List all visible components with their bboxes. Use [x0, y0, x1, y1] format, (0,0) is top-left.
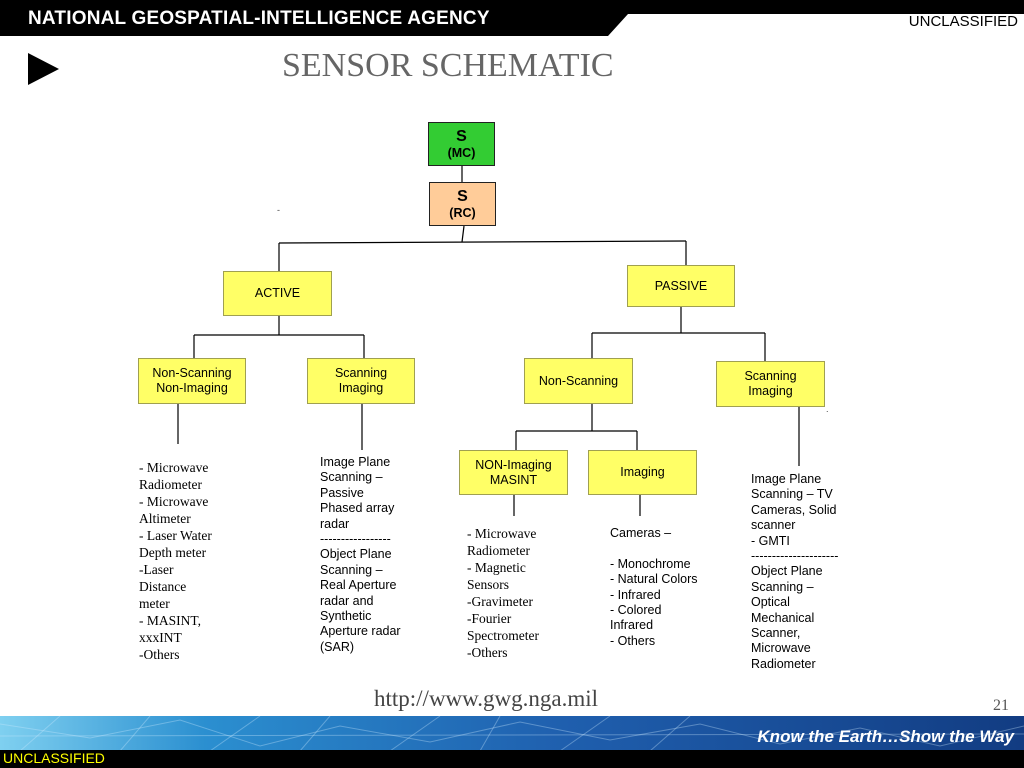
- node-label-line: Non-Scanning: [152, 366, 232, 380]
- fast-forward-icon: ▶▶: [860, 2, 872, 12]
- node-label-line: Scanning: [744, 369, 797, 383]
- list-imaging: Cameras – - Monochrome - Natural Colors …: [610, 526, 698, 648]
- list-non-imaging-masint: - Microwave Radiometer - Magnetic Sensor…: [467, 526, 539, 660]
- list-active-non-scanning: - Microwave Radiometer - Microwave Altim…: [139, 460, 212, 662]
- slide-title: SENSOR SCHEMATIC: [282, 47, 614, 84]
- stray-mark: -: [277, 205, 280, 215]
- node-s-rc-main: S: [457, 187, 468, 205]
- footer-tagline: Know the Earth…Show the Way: [757, 727, 1014, 746]
- footer-map-band: [0, 716, 1024, 751]
- stray-mark: .: [826, 404, 829, 414]
- fast-forward-icon: ▶: [1008, 2, 1015, 12]
- footer-url-link[interactable]: http://www.gwg.nga.mil: [374, 686, 599, 711]
- node-passive-non-scanning: Non-Scanning: [524, 358, 633, 404]
- play-triangle-icon[interactable]: [28, 53, 59, 85]
- node-s-rc: S (RC): [429, 182, 496, 226]
- node-s-mc-sub: (MC): [447, 145, 476, 160]
- node-s-mc: S (MC): [428, 122, 495, 166]
- top-classification-label: UNCLASSIFIED: [908, 13, 1018, 30]
- list-passive-scanning: Image Plane Scanning – TV Cameras, Solid…: [751, 472, 839, 671]
- node-s-mc-main: S: [456, 127, 467, 145]
- list-active-scanning: Image Plane Scanning – Passive Phased ar…: [320, 455, 401, 654]
- page-number: 21: [993, 697, 1009, 714]
- node-passive-scanning: Scanning Imaging: [716, 361, 825, 407]
- node-s-rc-sub: (RC): [449, 205, 476, 220]
- header-bar: [0, 0, 1024, 36]
- node-label-line: Non-Imaging: [156, 381, 228, 395]
- node-imaging: Imaging: [588, 450, 697, 495]
- node-label-line: MASINT: [489, 472, 538, 487]
- node-label-line: NON-Imaging: [475, 457, 552, 472]
- node-active: ACTIVE: [223, 271, 332, 316]
- node-label-line: Imaging: [748, 384, 793, 398]
- bottom-bar: [0, 750, 1024, 768]
- node-label-line: Imaging: [338, 381, 384, 395]
- node-active-non-scanning: Non-Scanning Non-Imaging: [138, 358, 246, 404]
- node-non-imaging-masint: NON-Imaging MASINT: [459, 450, 568, 495]
- agency-name: NATIONAL GEOSPATIAL-INTELLIGENCE AGENCY: [28, 8, 490, 29]
- node-passive: PASSIVE: [627, 265, 735, 307]
- node-active-scanning: Scanning Imaging: [307, 358, 415, 404]
- node-label-line: Scanning: [334, 366, 388, 380]
- bottom-classification-label: UNCLASSIFIED: [3, 750, 105, 766]
